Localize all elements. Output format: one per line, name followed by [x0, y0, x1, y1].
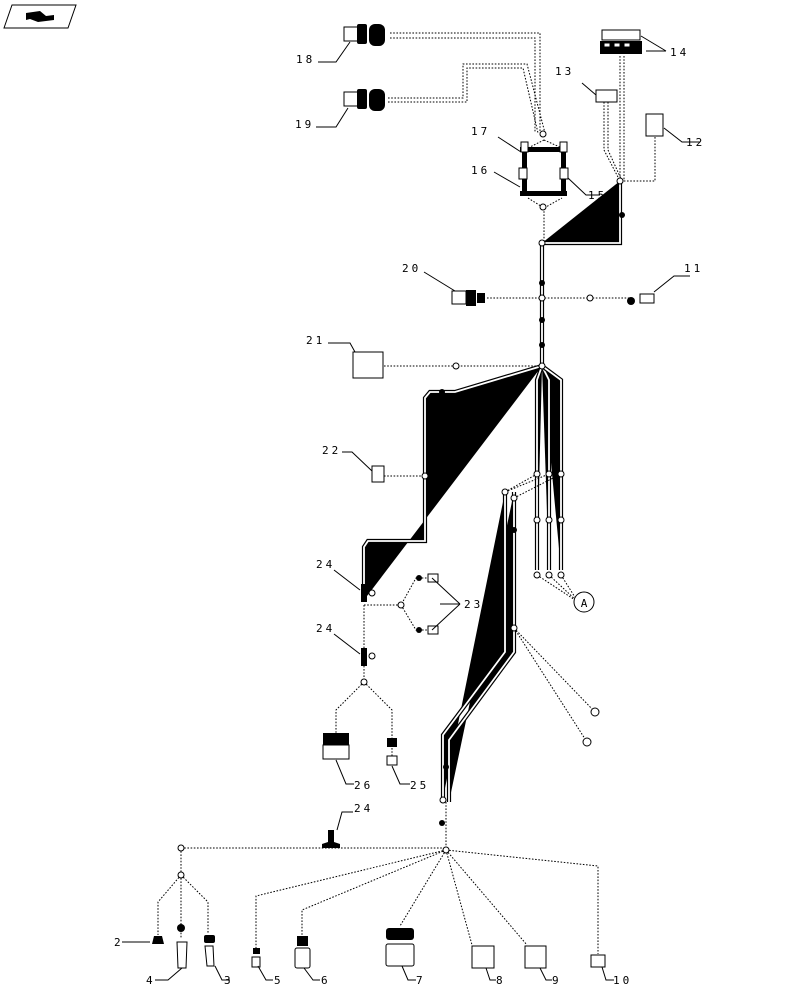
connector-18	[343, 24, 385, 46]
callout-21: 21	[306, 334, 325, 347]
callout-labels: 18 19 14 13 12 17 16 15 20 11 21 22 24 2…	[114, 46, 705, 987]
leader-lines	[122, 35, 700, 981]
callout-23: 23	[464, 598, 483, 611]
connector-20	[451, 290, 485, 306]
callout-3: 3	[224, 974, 234, 987]
svg-text:A: A	[581, 597, 588, 610]
callout-13: 13	[555, 65, 574, 78]
callout-24-upper: 24	[316, 558, 335, 571]
callout-9: 9	[552, 974, 562, 987]
callout-24-lower: 24	[354, 802, 373, 815]
callout-6: 6	[321, 974, 331, 987]
page-back-arrow-icon[interactable]	[3, 4, 77, 29]
component-8	[471, 945, 495, 969]
callout-15: 15	[588, 189, 607, 202]
callout-20: 20	[402, 262, 421, 275]
component-6	[294, 936, 311, 969]
callout-22: 22	[322, 444, 341, 457]
component-7	[385, 928, 415, 967]
detail-marker-a: A	[573, 591, 595, 613]
dotted-wire-routes	[157, 32, 656, 954]
callout-8: 8	[496, 974, 506, 987]
component-3	[204, 935, 215, 967]
component-13	[595, 89, 618, 103]
connector-25	[386, 738, 398, 766]
callout-12: 12	[686, 136, 705, 149]
connectors-23	[416, 573, 439, 635]
ground-A-studs	[582, 707, 600, 747]
callout-16: 16	[471, 164, 490, 177]
component-4	[176, 924, 188, 969]
clip-24-middle	[361, 648, 376, 666]
connector-11	[627, 293, 655, 305]
callout-14: 14	[670, 46, 689, 59]
connector-14	[600, 29, 642, 54]
connector-19	[343, 89, 385, 111]
component-9	[524, 945, 547, 969]
component-10	[590, 954, 606, 968]
callout-10: 10	[613, 974, 632, 987]
component-2	[152, 936, 164, 944]
component-22	[371, 465, 385, 483]
callout-18: 18	[296, 53, 315, 66]
callout-2: 2	[114, 936, 124, 949]
clip-24-upper	[361, 584, 376, 602]
component-12	[645, 113, 664, 137]
callout-24-middle: 24	[316, 622, 335, 635]
callout-17: 17	[471, 125, 490, 138]
callout-7: 7	[416, 974, 426, 987]
callout-11: 11	[684, 262, 703, 275]
callout-5: 5	[274, 974, 284, 987]
callout-4: 4	[146, 974, 156, 987]
clip-24-lower	[322, 830, 340, 848]
callout-19: 19	[295, 118, 314, 131]
component-21	[352, 351, 384, 379]
bracket-15-16-17	[518, 141, 569, 196]
callout-25: 25	[410, 779, 429, 792]
component-5	[251, 948, 261, 968]
connector-26	[322, 733, 350, 760]
splice-nodes	[177, 130, 625, 879]
callout-26: 26	[354, 779, 373, 792]
